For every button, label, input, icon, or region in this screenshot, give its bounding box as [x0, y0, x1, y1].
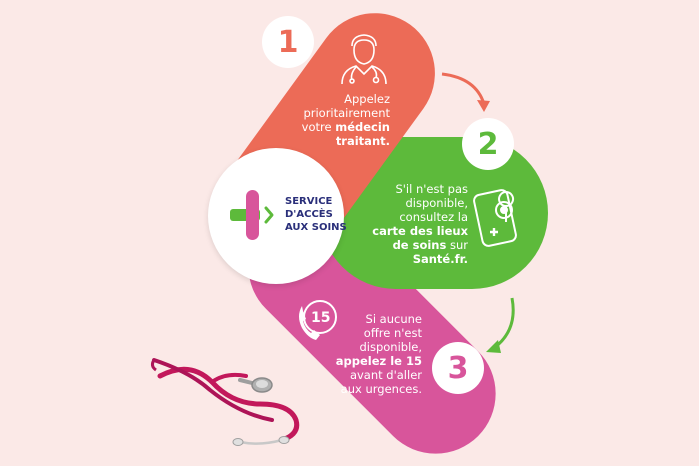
doctor-icon	[341, 34, 387, 85]
step-3-line-1: Si aucune	[365, 312, 422, 326]
step-2-text: S'il n'est pas disponible, consultez la …	[372, 182, 468, 266]
logo-line-3: AUX SOINS	[285, 222, 347, 233]
step-3-text: Si aucune offre n'est disponible, appele…	[322, 312, 422, 396]
phone-15-label: 15	[311, 310, 331, 326]
step-1-text: Appelez prioritairement votre médecin tr…	[290, 92, 390, 148]
step-2-line-4: carte des lieux	[372, 224, 468, 238]
stethoscope-icon	[150, 358, 300, 446]
step-3-number: 3	[432, 342, 484, 394]
step-2-line-1: S'il n'est pas	[395, 182, 468, 196]
step-1-line-1: Appelez	[344, 92, 390, 106]
arrow-2-to-3-head	[486, 340, 501, 353]
step-3-line-3: disponible,	[359, 340, 422, 354]
step-3-line-6: aux urgences.	[340, 382, 422, 396]
step-1-number: 1	[262, 16, 314, 68]
logo-line-2: D'ACCÈS	[285, 209, 333, 220]
step-3-line-2: offre n'est	[363, 326, 422, 340]
step-2-number-text: 2	[477, 126, 499, 162]
arrow-1-to-2	[441, 72, 486, 105]
step-2-line-2: disponible,	[405, 196, 468, 210]
step-1-line-4: traitant.	[335, 134, 390, 148]
step-3-line-5: avant d'aller	[349, 368, 422, 382]
step-3-line-4: appelez le 15	[335, 354, 422, 368]
step-1-line-2: prioritairement	[303, 106, 390, 120]
phone-15-icon	[299, 300, 337, 340]
step-2-number: 2	[462, 118, 514, 170]
step-2-line-6: Santé.fr.	[412, 252, 468, 266]
arrow-2-to-3	[493, 297, 515, 350]
step-3-number-text: 3	[447, 350, 469, 386]
pill-step-2	[320, 137, 548, 289]
step-1-line-3: votre médecin	[301, 120, 390, 134]
service-logo-text: SERVICE D'ACCÈS AUX SOINS	[285, 195, 365, 234]
arrow-1-to-2-head	[477, 100, 490, 112]
step-1-number-text: 1	[277, 24, 299, 60]
logo-line-1: SERVICE	[285, 196, 333, 207]
step-2-line-5: de soins sur	[392, 238, 468, 252]
phone-location-icon	[473, 189, 517, 247]
step-2-line-3: consultez la	[399, 210, 468, 224]
